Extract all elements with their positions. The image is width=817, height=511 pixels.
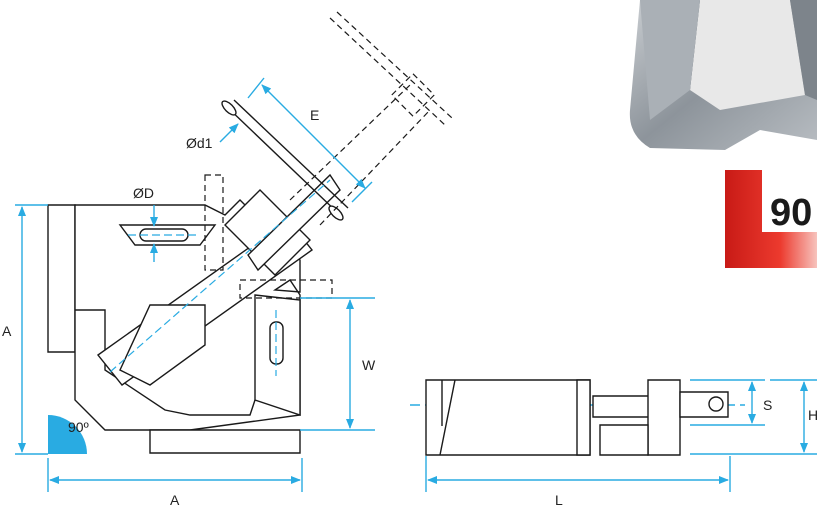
label-a-horizontal: A xyxy=(170,492,180,508)
clamp-front-view xyxy=(47,99,349,454)
label-s: S xyxy=(763,397,772,413)
product-photo xyxy=(629,0,817,150)
badge-90-text: 90 xyxy=(770,192,812,234)
dimension-lines xyxy=(15,77,817,492)
center-lines xyxy=(109,179,331,376)
label-angle: 90º xyxy=(68,419,89,435)
clamp-side-view xyxy=(425,379,729,456)
label-w: W xyxy=(362,357,376,373)
label-a-vertical: A xyxy=(2,323,12,339)
label-d: ØD xyxy=(133,185,154,201)
dimension-labels: A A W E Ød1 ØD 90º L S H xyxy=(2,107,817,508)
angle-90-badge: 90 xyxy=(725,170,817,268)
label-h: H xyxy=(808,407,817,423)
label-l: L xyxy=(555,492,563,508)
label-e: E xyxy=(310,107,319,123)
label-d1: Ød1 xyxy=(186,135,213,151)
